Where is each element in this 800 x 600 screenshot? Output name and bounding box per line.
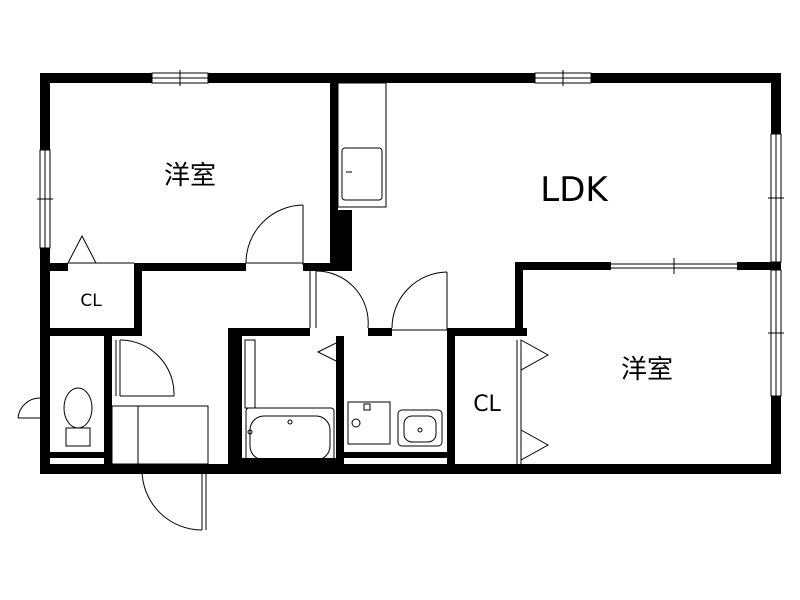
door-wash — [391, 271, 448, 331]
entrance-step — [111, 405, 209, 465]
room-label-western-lower: 洋室 — [621, 355, 673, 385]
kitchen-counter — [337, 82, 387, 208]
room-label-ldk: LDK — [540, 170, 609, 210]
room-label-closet-lower: CL — [473, 392, 501, 417]
exterior-walls — [40, 73, 781, 474]
wall-bath-top-c — [447, 328, 527, 336]
west-wall — [40, 73, 50, 474]
wall-room2-left — [515, 262, 523, 336]
interior-walls — [50, 83, 771, 464]
wall-under-room1-c — [303, 263, 352, 271]
sink-icon — [341, 147, 383, 201]
wall-toilet-right — [104, 336, 112, 464]
wall-bath-top-b — [368, 328, 392, 336]
wall-bath-left — [228, 328, 242, 464]
wall-wash-right — [447, 336, 455, 464]
door-hall — [309, 270, 369, 329]
sliding-partition — [611, 258, 737, 274]
wall-bath-mid — [336, 336, 344, 464]
closet-lower-doors — [516, 339, 550, 464]
wall-room2-top-a — [515, 262, 611, 270]
wall-bath-top — [228, 328, 310, 336]
wall-wash-bottom — [344, 452, 447, 458]
doors — [17, 204, 448, 531]
closet-small-door — [67, 234, 134, 264]
wall-under-room1-a — [50, 263, 68, 271]
door-entrance — [141, 465, 207, 531]
wall-cl-right — [134, 263, 142, 335]
door-toilet — [115, 339, 175, 397]
room-label-western-upper: 洋室 — [164, 161, 216, 191]
door-room1 — [245, 204, 304, 265]
wash-fixtures — [347, 401, 443, 447]
bath-fixtures — [244, 339, 339, 463]
south-wall — [40, 464, 781, 474]
washbasin-icon — [397, 409, 443, 447]
toilet-icon — [63, 387, 93, 447]
wall-toilet-bottom — [50, 452, 104, 458]
wall-room2-top-b — [737, 262, 771, 270]
wall-under-room1-b — [134, 263, 246, 271]
wall-pillar — [338, 210, 352, 269]
room-label-closet-small: CL — [80, 291, 102, 311]
washing-machine-icon — [347, 401, 391, 445]
wall-room-ldk — [330, 83, 338, 269]
door-toilet-window — [17, 397, 41, 419]
wall-bath-bottom — [242, 458, 336, 464]
wall-cl-bottom — [50, 328, 142, 336]
north-wall — [40, 73, 781, 83]
windows — [37, 70, 784, 397]
bathtub-icon — [245, 407, 335, 463]
